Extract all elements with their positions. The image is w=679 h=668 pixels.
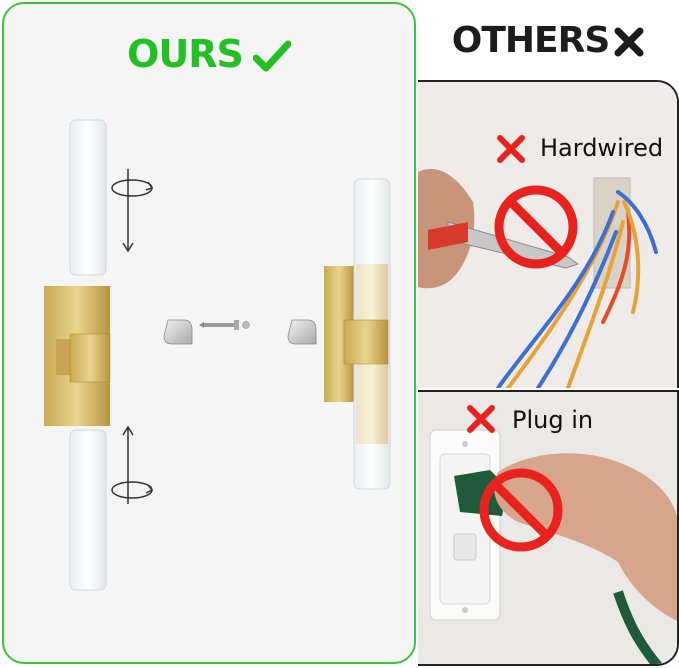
plug-in-label: Plug in (512, 406, 594, 434)
mounting-bracket (163, 319, 193, 345)
ours-panel: OURS (2, 2, 416, 664)
ours-heading: OURS (4, 32, 414, 76)
others-title: OTHERS (451, 20, 611, 61)
gold-backplate (44, 286, 111, 426)
hardwired-illustration (418, 82, 677, 388)
hardwired-label: Hardwired (540, 134, 664, 162)
plug-in-x-icon (467, 405, 495, 433)
check-icon (252, 40, 291, 74)
rotate-arrow-icon (111, 169, 154, 253)
rotate-arrow-icon (111, 425, 154, 504)
hardwired-x-icon (497, 135, 525, 163)
others-heading: OTHERS (418, 20, 679, 61)
assembly-illustration (44, 119, 391, 591)
plug-in-photo: Plug in (418, 390, 679, 666)
ours-title: OURS (127, 32, 244, 76)
glass-tube-top (69, 119, 107, 276)
x-mark-icon (613, 26, 645, 58)
assembled-sconce (287, 178, 391, 490)
glass-tube-bottom (69, 429, 107, 591)
mounting-screw (199, 320, 250, 330)
prohibited-icon (494, 185, 578, 269)
plug-in-illustration (418, 392, 677, 664)
prohibited-icon (479, 468, 563, 552)
hardwired-photo: Hardwired (418, 80, 679, 388)
